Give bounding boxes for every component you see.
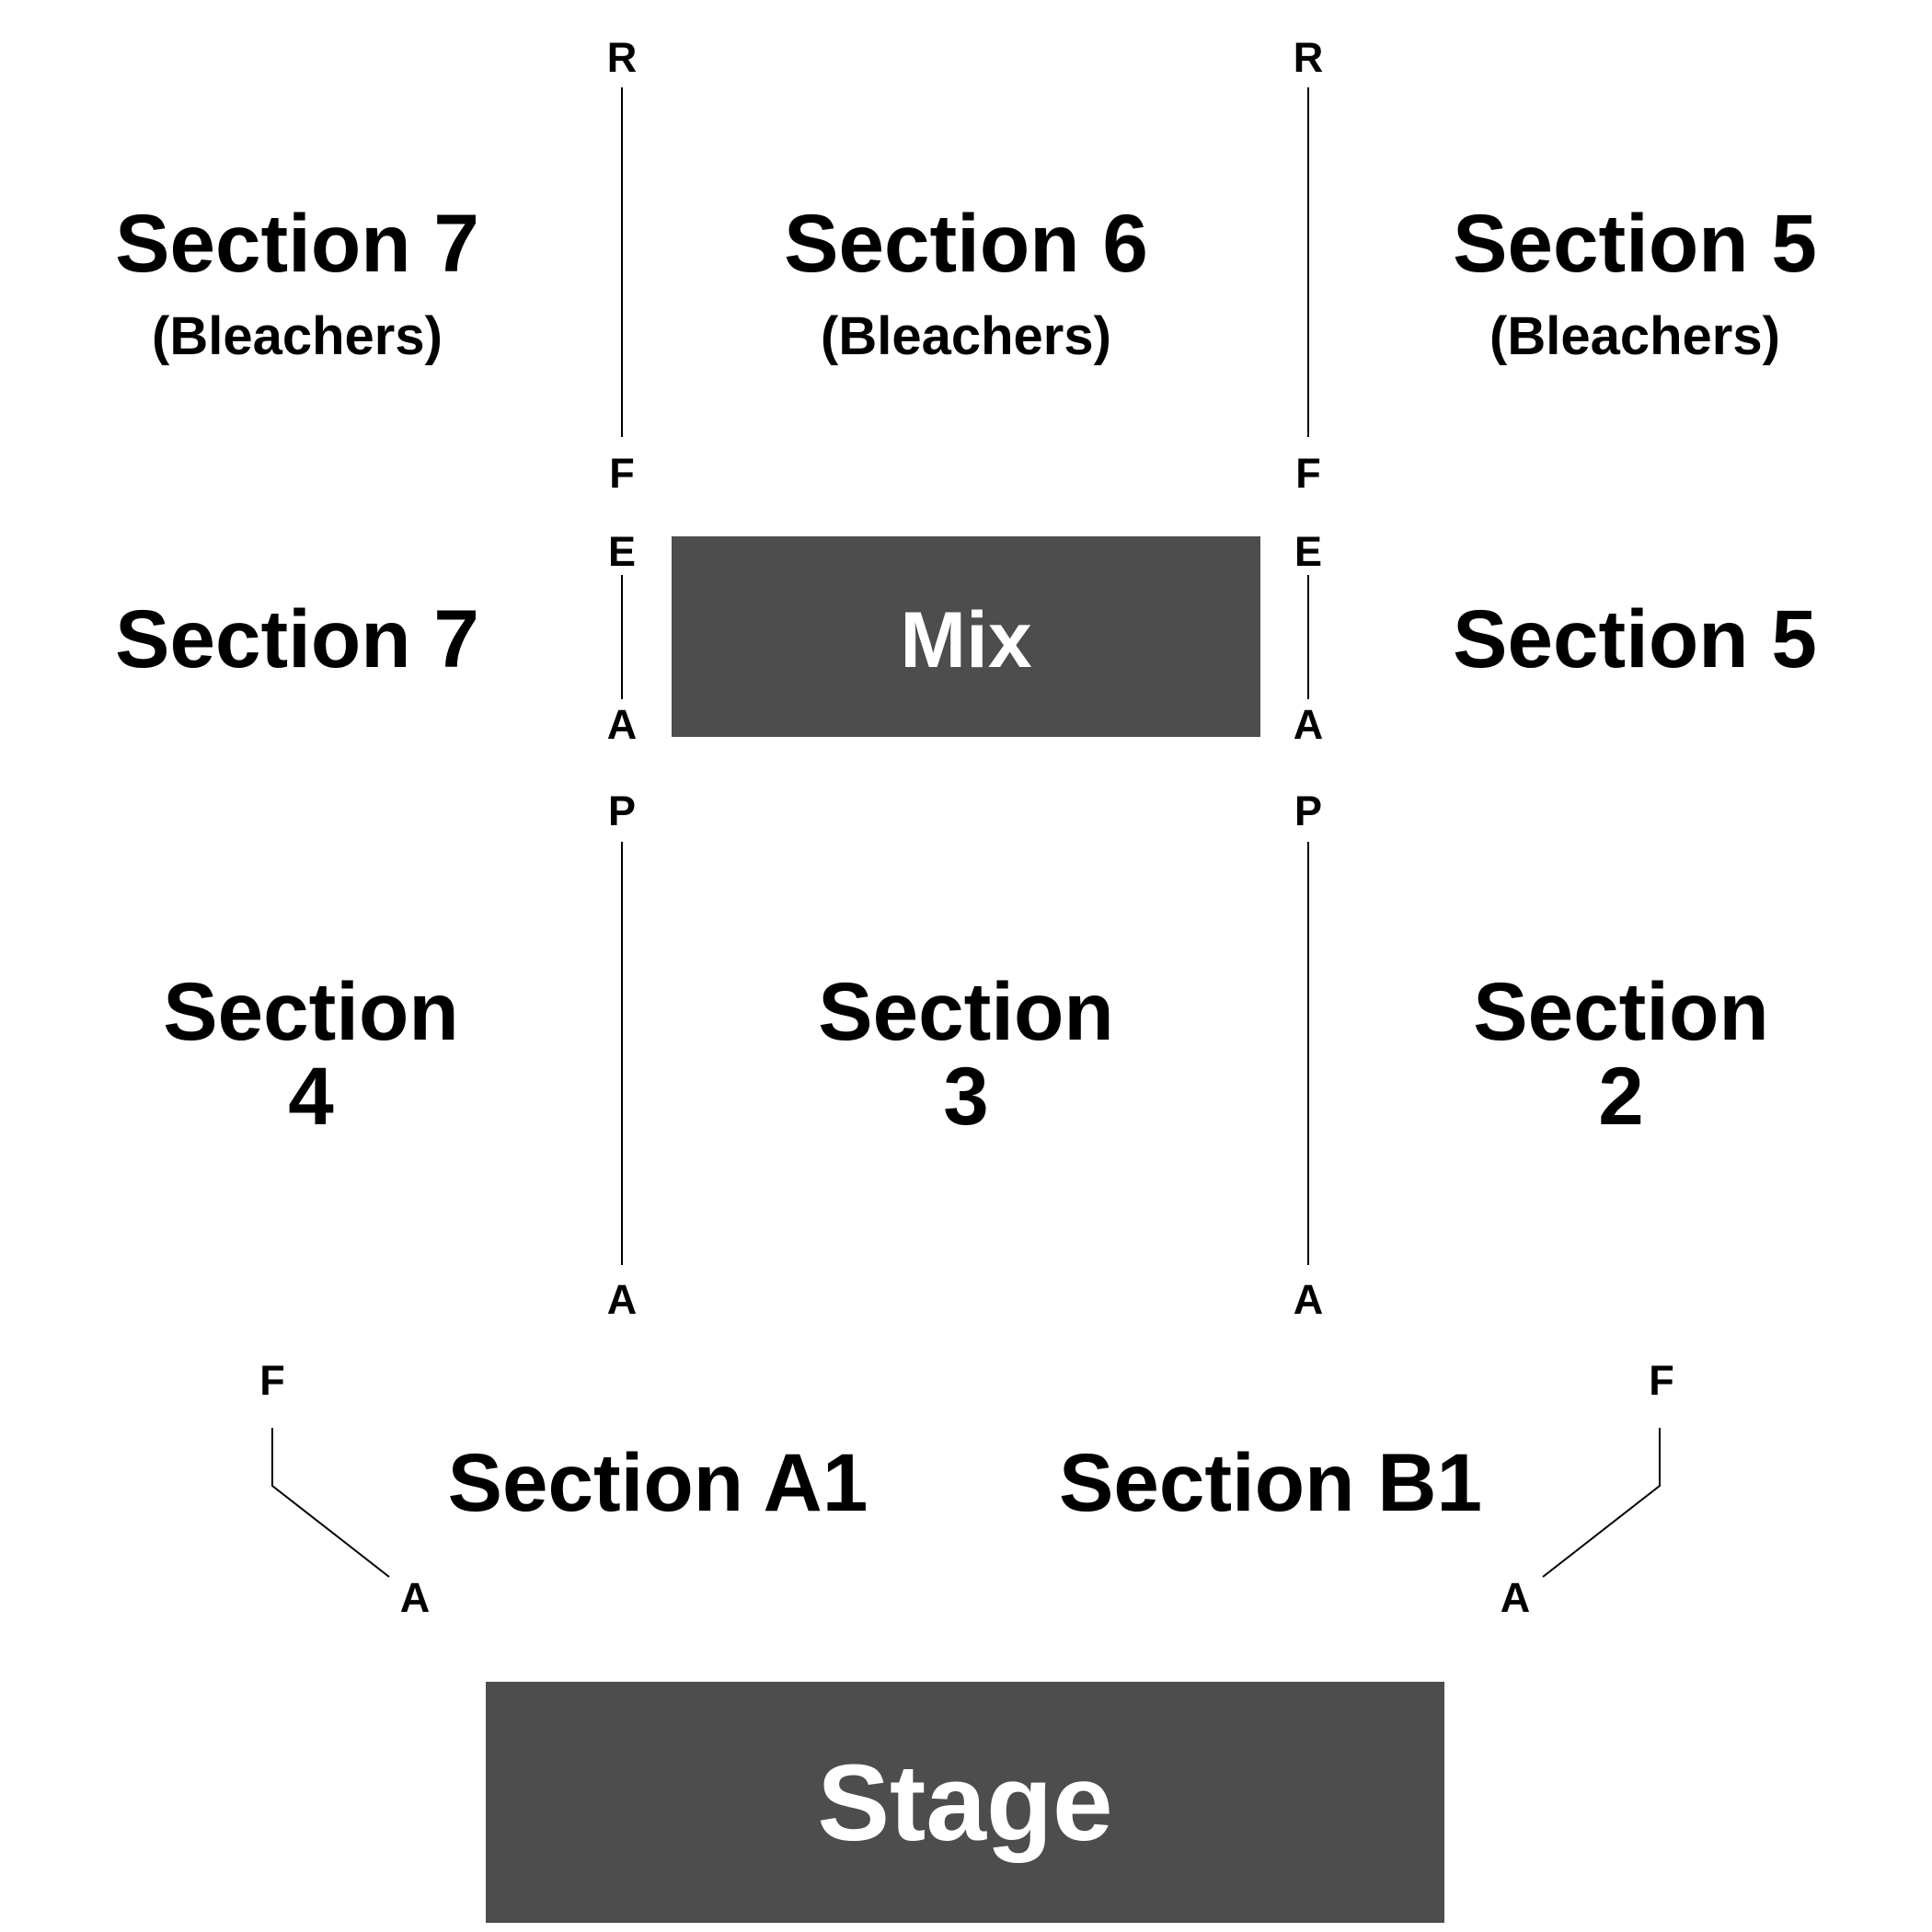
row-letter-right-p: P — [1294, 788, 1322, 834]
section-3-label-line2[interactable]: 3 — [943, 1050, 989, 1142]
row-letter-a1-a: A — [400, 1574, 431, 1621]
section-2-label-line1[interactable]: Section — [1473, 965, 1768, 1057]
row-letter-left-lower-a: A — [607, 1276, 638, 1323]
row-letter-b1-f: F — [1649, 1357, 1674, 1404]
row-letter-a1-f: F — [259, 1357, 285, 1404]
section-a1-label[interactable]: Section A1 — [448, 1436, 868, 1528]
section-6-bleachers-note: (Bleachers) — [821, 306, 1111, 366]
row-letter-b1-a: A — [1501, 1574, 1531, 1621]
section-5-floor-label[interactable]: Section 5 — [1453, 592, 1817, 684]
section-7-bleachers-note: (Bleachers) — [152, 306, 443, 366]
section-4-label-line1[interactable]: Section — [163, 965, 458, 1057]
aisle-line-b1 — [1542, 1428, 1661, 1578]
row-letter-left-f: F — [609, 450, 635, 497]
row-letter-right-r: R — [1294, 34, 1324, 81]
row-letter-left-r: R — [607, 34, 638, 81]
row-letter-right-e: E — [1294, 528, 1322, 575]
stage-label: Stage — [817, 1742, 1112, 1864]
stage[interactable] — [486, 1682, 1444, 1923]
section-5-bleachers-note: (Bleachers) — [1489, 306, 1780, 366]
row-letter-left-mid-a: A — [607, 701, 638, 748]
section-3-label-line1[interactable]: Section — [818, 965, 1113, 1057]
section-4-label-line2[interactable]: 4 — [288, 1050, 334, 1142]
section-6-bleachers-label[interactable]: Section 6 — [784, 197, 1148, 289]
row-letter-right-mid-a: A — [1294, 701, 1324, 748]
mix-booth[interactable] — [672, 536, 1260, 737]
row-letter-left-p: P — [608, 788, 636, 834]
mix-label: Mix — [900, 596, 1032, 684]
section-2-label-line2[interactable]: 2 — [1598, 1050, 1644, 1142]
row-letter-right-lower-a: A — [1294, 1276, 1324, 1323]
section-7-bleachers-label[interactable]: Section 7 — [115, 197, 479, 289]
row-letter-left-e: E — [608, 528, 636, 575]
row-letter-right-f: F — [1295, 450, 1321, 497]
aisle-line-a1 — [271, 1428, 390, 1578]
section-5-bleachers-label[interactable]: Section 5 — [1453, 197, 1817, 289]
section-b1-label[interactable]: Section B1 — [1059, 1436, 1482, 1528]
section-7-floor-label[interactable]: Section 7 — [115, 592, 479, 684]
